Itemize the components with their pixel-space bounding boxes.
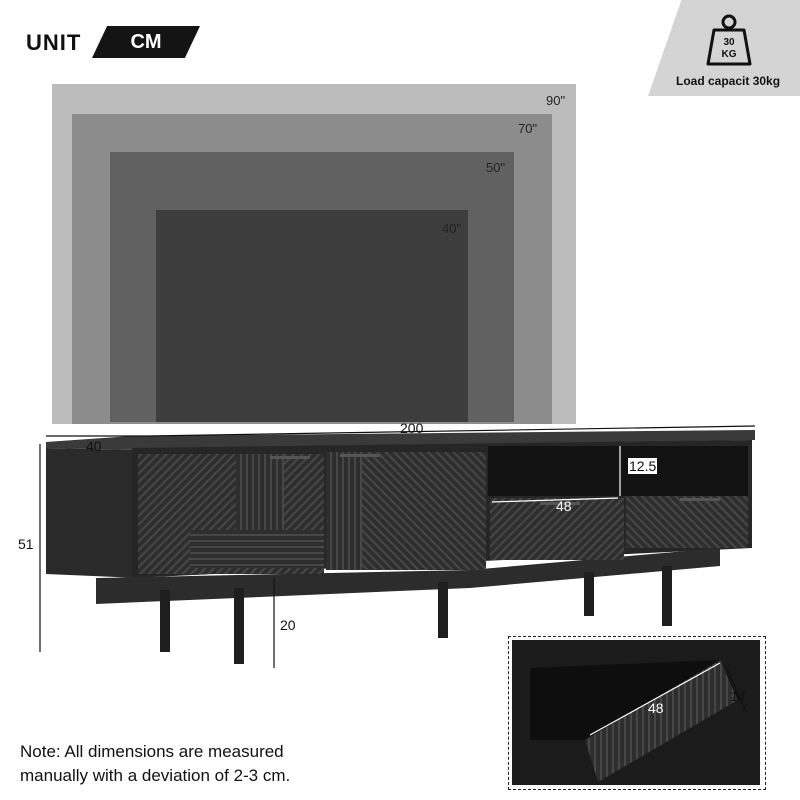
- inset-drawer-depth-label: 14: [730, 688, 746, 704]
- screen-50-label: 50": [486, 160, 506, 175]
- leg-height-label: 20: [280, 617, 296, 633]
- drawer-width-label: 48: [556, 498, 572, 514]
- weight-icon: 30 KG: [706, 14, 752, 66]
- note-line-2: manually with a deviation of 2-3 cm.: [20, 766, 291, 785]
- drawer-detail-inset: [508, 636, 766, 790]
- depth-label: 40: [86, 438, 102, 454]
- screen-90-label: 90": [546, 93, 566, 108]
- unit-label: UNIT: [26, 30, 82, 55]
- unit-value: CM: [130, 31, 162, 53]
- height-label: 51: [18, 536, 34, 552]
- inset-drawer-width-label: 48: [648, 700, 664, 716]
- measurement-note: Note: All dimensions are measured manual…: [20, 740, 290, 788]
- width-label: 200: [400, 420, 424, 436]
- weight-unit: KG: [722, 49, 737, 60]
- load-capacity-text: Load capacit 30kg: [676, 74, 781, 88]
- unit-badge: CM: [92, 26, 200, 58]
- note-line-1: Note: All dimensions are measured: [20, 742, 284, 761]
- shelf-height-label: 12.5: [628, 458, 658, 474]
- screen-40-inch: [156, 210, 468, 422]
- weight-value: 30: [723, 37, 735, 48]
- screen-40-label: 40": [442, 221, 462, 236]
- screen-70-label: 70": [518, 121, 538, 136]
